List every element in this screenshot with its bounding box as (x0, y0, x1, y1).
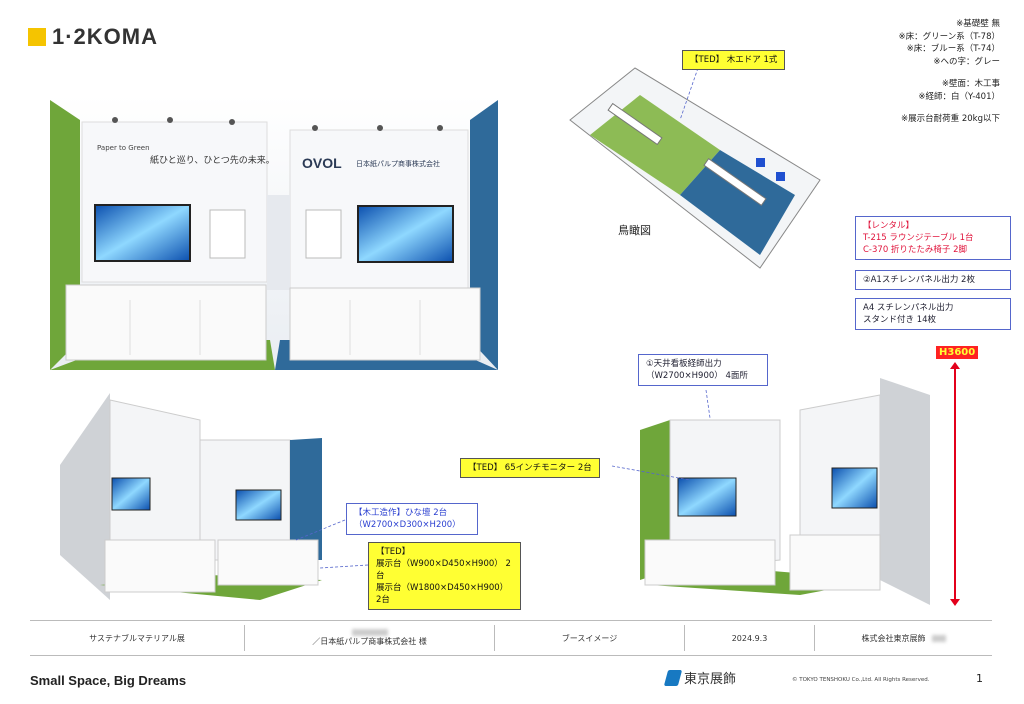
redacted-block (351, 629, 388, 636)
page-number: 1 (976, 672, 983, 685)
brand-logo: 東京展飾 (663, 668, 737, 687)
ceiling-line: ①天井看板経師出力 (646, 359, 722, 369)
ceiling-sign-callout: ①天井看板経師出力 （W2700×H900） 4面所 (638, 354, 768, 386)
footer-client: ／日本紙パルプ商事株式会社 様 (245, 625, 495, 651)
a1-panel-callout: ②A1スチレンパネル出力 2枚 (855, 270, 1011, 290)
front-view (50, 95, 498, 370)
logo-text: 1·2KOMA (52, 24, 159, 49)
stand-line: （W2700×D300×H200） (354, 520, 461, 530)
company-logo: 1·2KOMA (28, 24, 158, 50)
spec-notes: ※基礎壁 無 ※床：グリーン系（T-78） ※床：ブルー系（T-74） ※への字… (899, 18, 1001, 126)
brand-mark-icon (663, 669, 683, 686)
stand-line: 【木工造作】ひな壇 2台 (354, 508, 448, 518)
rental-callout: 【レンタル】 T-215 ラウンジテーブル 1台 C-370 折りたたみ椅子 2… (855, 216, 1011, 260)
left-wall-slogan: 紙ひと巡り、ひとつ先の未来。 (150, 154, 275, 166)
footer-date: 2024.9.3 (685, 625, 815, 651)
redacted-block (931, 634, 946, 642)
footer-company: 株式会社東京展飾 (815, 625, 992, 651)
paper-logo: Paper to Green (97, 144, 150, 152)
a4-panel-line: スタンド付き 14枚 (863, 315, 937, 325)
footer-doc-type: ブースイメージ (495, 625, 685, 651)
height-arrow (950, 362, 960, 606)
footer-client-name: ／日本紙パルプ商事株式会社 様 (312, 637, 427, 646)
right-wall-company: 日本紙パルプ商事株式会社 (356, 159, 440, 168)
monitor-callout: 【TED】 65インチモニター 2台 (460, 458, 600, 478)
footer-info-table: サステナブルマテリアル展 ／日本紙パルプ商事株式会社 様 ブースイメージ 202… (30, 620, 992, 656)
ted-display-callout: 【TED】 展示台（W900×D450×H900） 2台 展示台（W1800×D… (368, 542, 521, 610)
rental-line: C-370 折りたたみ椅子 2脚 (863, 245, 968, 255)
brand-name: 東京展飾 (684, 672, 737, 687)
a4-panel-callout: A4 スチレンパネル出力 スタンド付き 14枚 (855, 298, 1011, 330)
logo-mark (28, 28, 46, 46)
a4-panel-line: A4 スチレンパネル出力 (863, 303, 954, 313)
spec-note: ※展示台耐荷重 20kg以下 (901, 114, 1000, 124)
bottom-right-view (640, 378, 930, 605)
height-label: H3600 (936, 346, 979, 359)
slogan: Small Space, Big Dreams (30, 673, 187, 688)
ted-line: 展示台（W1800×D450×H900）2台 (376, 583, 509, 605)
spec-note: ※床：ブルー系（T-74） (906, 44, 1000, 54)
ovol-logo: OVOL (302, 155, 342, 171)
copyright: © TOKYO TENSHOKU Co.,Ltd. All Rights Res… (792, 677, 930, 683)
spec-note: ※への字：グレー (933, 56, 1000, 67)
spec-note: ※基礎壁 無 (956, 19, 1000, 29)
spec-note: ※壁面：木工事 (941, 79, 1000, 89)
spec-note: ※床：グリーン系（T-78） (898, 31, 1001, 42)
rental-line: T-215 ラウンジテーブル 1台 (863, 233, 974, 243)
ceiling-line: （W2700×H900） 4面所 (646, 371, 748, 381)
door-callout: 【TED】 木エドア 1式 (682, 50, 786, 70)
aerial-view-label: 鳥瞰図 (618, 224, 651, 237)
ted-line: 展示台（W900×D450×H900） 2台 (376, 559, 511, 581)
aerial-view (569, 67, 821, 269)
rental-title: 【レンタル】 (863, 221, 915, 231)
footer-company-name: 株式会社東京展飾 (861, 633, 926, 643)
spec-note: ※経師：白（Y-401） (918, 91, 1000, 102)
ted-title: 【TED】 (376, 547, 411, 557)
footer-exhibition: サステナブルマテリアル展 (30, 625, 245, 651)
bottom-left-view (60, 393, 322, 600)
stand-callout: 【木工造作】ひな壇 2台 （W2700×D300×H200） (346, 503, 478, 535)
